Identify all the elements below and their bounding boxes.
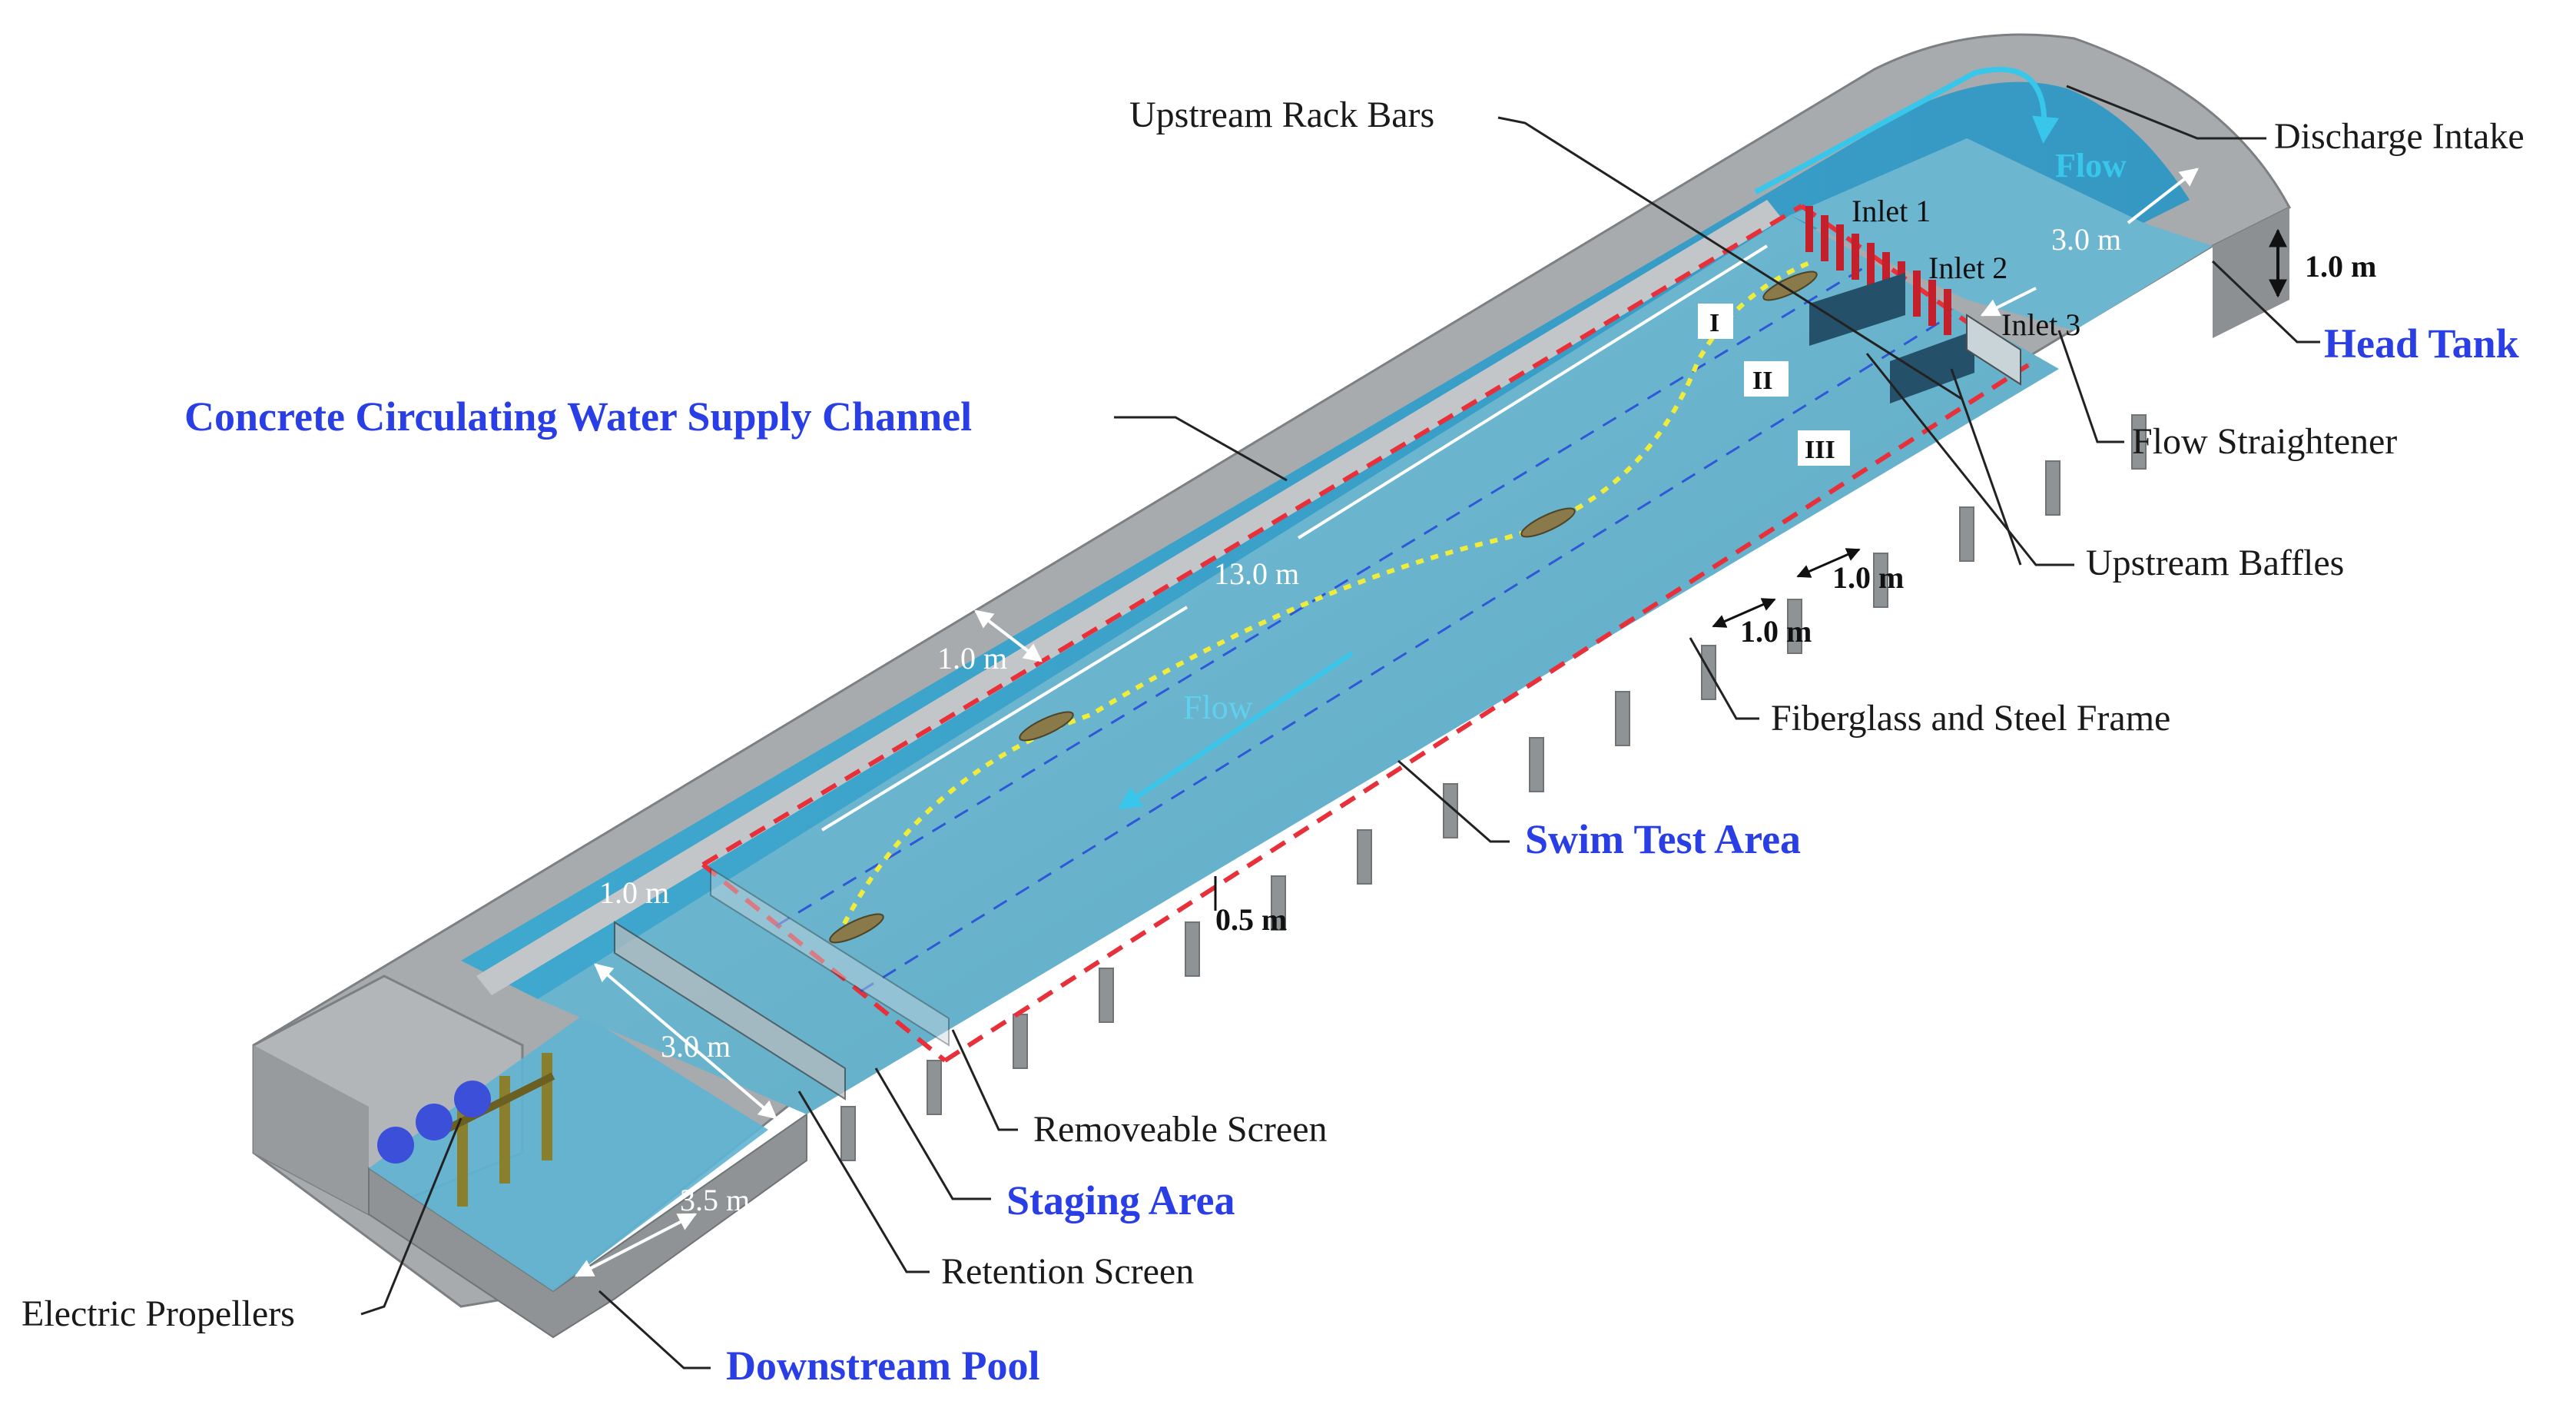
lane-dividers [775,260,1952,993]
head-tank-label: Head Tank [2324,320,2519,367]
supply-channel-water [461,81,2190,1000]
dim-pool-length: 3.5 m [680,1183,750,1217]
head-tank-flow-label: Flow [2055,147,2127,184]
zone-markers: I II III [1698,304,1850,466]
inlet-1-label: Inlet 1 [1852,194,1931,228]
dim-length-13: 13.0 m [1214,556,1299,591]
inlet-3-label: Inlet 3 [2001,307,2080,342]
zone-I-label: I [1709,309,1719,337]
dark-dimension-arrows [1214,548,1861,911]
flow-straightener [1966,314,2021,386]
fish-path [835,259,1815,939]
support-pillars [840,414,2147,1161]
fish-icon [1019,711,1074,742]
downstream-pool-label: Downstream Pool [726,1343,1039,1389]
dim-head-width: 3.0 m [2051,222,2121,257]
channel-flow-label: Flow [1183,689,1253,726]
dim-staging-width: 1.0 m [599,875,669,910]
dim-staging-length: 3.0 m [661,1029,731,1064]
electric-propellers [377,1053,555,1207]
leader-lines [360,85,2320,1370]
zone-II-label: II [1752,367,1772,395]
propeller-icon [416,1104,453,1140]
propeller-icon [377,1127,414,1164]
concrete-channel-label: Concrete Circulating Water Supply Channe… [184,393,972,440]
inlet-2-label: Inlet 2 [1928,251,2007,285]
test-flume-water [538,138,2213,1114]
upstream-baffles-label: Upstream Baffles [2086,543,2344,583]
fish-icon [829,913,884,944]
dim-wall-height: 0.5 m [1215,902,1287,937]
upstream-baffles [1809,273,1974,403]
upstream-rack-bars-label: Upstream Rack Bars [1129,95,1434,135]
flow-straightener-label: Flow Straightener [2132,421,2397,462]
length-dimension-lines [821,244,1769,832]
fiberglass-frame-label: Fiberglass and Steel Frame [1771,698,2170,739]
zone-III-label: III [1805,436,1835,464]
electric-propellers-label: Electric Propellers [22,1293,295,1334]
channel-flow-arrow [1118,651,1354,810]
removeable-screen-label: Removeable Screen [1033,1109,1328,1150]
white-dimension-arrows [574,168,2287,1277]
fish-icons [829,271,1818,944]
discharge-intake-label: Discharge Intake [2274,116,2525,157]
dim-frame-spacing-2: 1.0 m [1740,614,1812,649]
dim-head-depth: 1.0 m [2305,249,2376,284]
head-tank-flow-arrow [1754,66,2059,195]
staging-area-label: Staging Area [1006,1177,1235,1223]
dim-frame-spacing-1: 1.0 m [1832,560,1904,595]
propeller-icon [454,1081,491,1117]
retention-screen-label: Retention Screen [941,1251,1194,1292]
dim-channel-width: 1.0 m [937,641,1007,676]
fish-icon [1520,507,1576,538]
swim-test-area-label: Swim Test Area [1525,816,1801,862]
